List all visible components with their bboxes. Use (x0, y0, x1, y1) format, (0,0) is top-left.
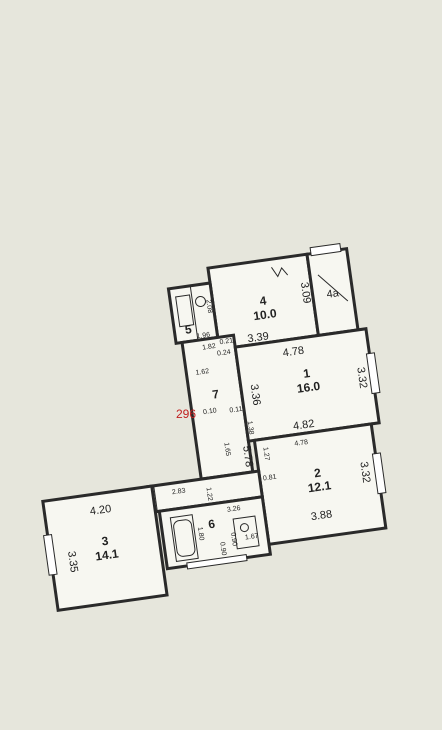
dim-label: 0.24 (217, 349, 232, 358)
dim-label: 0.21 (219, 337, 234, 346)
dim-label: 1.80 (196, 527, 205, 542)
room-number-1: 1 (302, 366, 311, 381)
room-number-2: 2 (313, 465, 322, 480)
dim-label: 3.88 (310, 508, 333, 523)
windows (43, 242, 387, 576)
dim-label: 1.65 (222, 442, 231, 457)
dim-label: 1.38 (246, 421, 255, 436)
small-dimension-labels: 2.08 1.96 0.21 1.82 0.24 1.62 0.10 0.11 … (172, 299, 309, 557)
window-room-6 (186, 554, 248, 570)
dim-label: 1.82 (202, 343, 217, 352)
dim-label: 1.67 (245, 533, 260, 542)
dim-label: 4.78 (282, 345, 305, 360)
dim-label: 4.20 (89, 503, 112, 518)
window-room-3 (43, 533, 58, 576)
partitions (153, 274, 349, 562)
dim-label: 2.08 (204, 299, 213, 314)
plan-drawing: 1 16.0 2 12.1 3 14.1 4 10.0 4a 5 6 7 3.0… (41, 242, 388, 613)
dim-label: 1.22 (205, 487, 214, 502)
dim-label: 1.62 (195, 368, 210, 377)
room-labels: 1 16.0 2 12.1 3 14.1 4 10.0 4a 5 6 7 (94, 287, 341, 563)
dim-label: 3.39 (247, 330, 270, 345)
wall-outline (41, 246, 388, 613)
dim-label: 1.27 (261, 447, 270, 462)
room-number-3: 3 (101, 534, 110, 549)
fixtures (173, 266, 289, 557)
dim-label: 3.36 (248, 383, 263, 406)
room-number-4a: 4a (326, 287, 341, 301)
dim-label: 0.90 (218, 542, 227, 557)
dim-label: 3.32 (357, 461, 372, 484)
room-number-5: 5 (184, 322, 193, 337)
dim-label: 4.78 (294, 439, 309, 448)
bathtub-icon (173, 519, 196, 557)
dim-label: 5.78 (240, 445, 255, 468)
room-area-3: 14.1 (94, 546, 119, 563)
dim-label: 0.81 (263, 474, 278, 483)
dim-label: 0.90 (229, 532, 238, 547)
window-room-4a (309, 242, 342, 257)
dim-label: 4.82 (292, 418, 315, 433)
dim-label: 2.83 (172, 487, 187, 496)
lot-marker: 296 (176, 407, 196, 421)
window-room-1 (365, 352, 381, 395)
room-number-4: 4 (259, 293, 268, 308)
room-area-1: 16.0 (296, 379, 321, 396)
bathroom-5-outline (166, 281, 220, 346)
toilet-icon (195, 296, 207, 308)
dim-label: 3.32 (354, 366, 369, 389)
room-area-2: 12.1 (307, 478, 332, 495)
washbasin-icon (239, 523, 249, 533)
window-room-2 (371, 452, 387, 495)
room-number-7: 7 (211, 387, 220, 402)
dimension-labels: 3.09 3.39 4.78 3.32 3.36 4.82 5.78 3.32 … (65, 281, 372, 573)
stove-icon (271, 266, 289, 278)
room-area-4: 10.0 (252, 306, 277, 323)
dim-label: 1.96 (196, 332, 211, 341)
dim-label: 0.10 (203, 407, 218, 416)
dim-label: 3.35 (65, 550, 80, 573)
dim-label: 3.26 (227, 505, 242, 514)
dim-label: 3.09 (298, 281, 313, 304)
dim-label: 0.11 (229, 406, 243, 415)
room-number-6: 6 (207, 517, 216, 532)
